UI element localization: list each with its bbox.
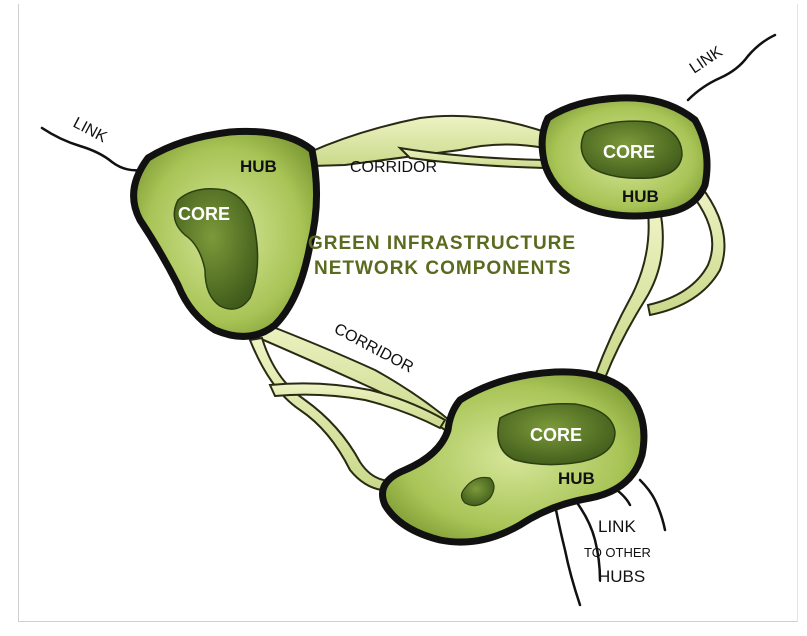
hub-bottom-label: HUB	[558, 469, 595, 488]
hub-left-label: HUB	[240, 157, 277, 176]
core-top-right-label: CORE	[603, 142, 655, 162]
link-left-label: LINK	[70, 115, 110, 147]
diagram-title-line2: NETWORK COMPONENTS	[314, 258, 572, 279]
hub-top-right-label: HUB	[622, 187, 659, 206]
link-top-right-label: LINK	[687, 43, 726, 77]
core-bottom-label: CORE	[530, 425, 582, 445]
hub-left	[134, 131, 317, 336]
corridor-top-label: CORRIDOR	[350, 159, 437, 176]
link-bottom-label: LINK	[598, 517, 636, 536]
core-left-label: CORE	[178, 204, 230, 224]
diagram-title-line1: GREEN INFRASTRUCTURE	[308, 233, 576, 254]
hubs-label: HUBS	[598, 567, 645, 586]
to-other-label: TO OTHER	[584, 545, 651, 560]
